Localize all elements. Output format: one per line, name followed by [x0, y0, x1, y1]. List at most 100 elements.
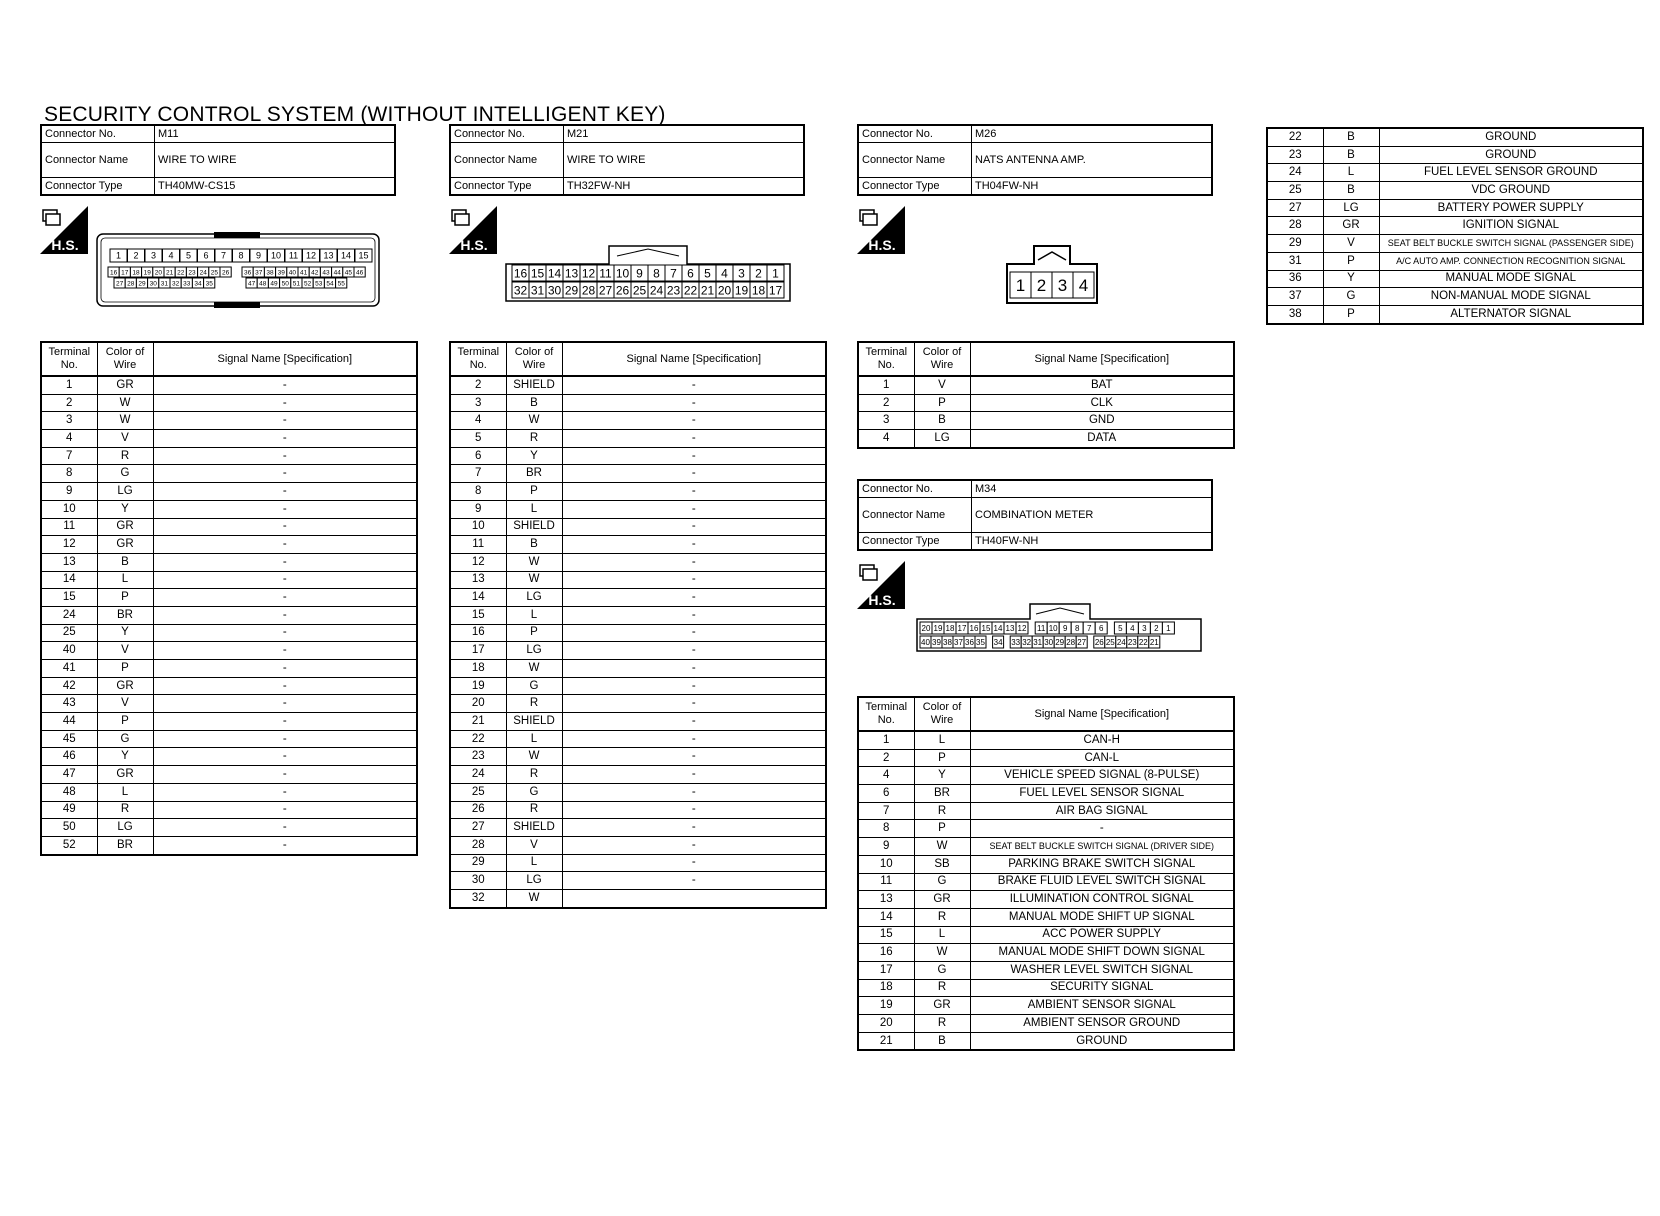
pin-label: 26	[222, 269, 230, 276]
terminal-no-cell: 23	[449, 747, 507, 767]
pin-label: 15	[982, 624, 991, 633]
terminal-no-header: Terminal No.	[857, 696, 915, 732]
wire-color-cell: L	[505, 499, 563, 519]
connector-pin: 28	[124, 277, 137, 289]
pin-label: 24	[650, 283, 664, 297]
connector-pin: 37	[252, 266, 265, 278]
signal-name-cell: -	[152, 659, 418, 678]
signal-name-cell: -	[152, 729, 418, 749]
pin-label: 3	[738, 266, 745, 280]
wire-color-cell: R	[505, 429, 563, 448]
connector-pin: 43	[319, 266, 333, 278]
signal-name-cell: GND	[969, 411, 1235, 431]
wire-color-cell: LG	[96, 482, 154, 501]
pin-label: 12	[1018, 624, 1027, 633]
connector-no-value: M34	[971, 479, 1213, 498]
connector-pin: 12	[579, 264, 598, 282]
connector-no-label: Connector No.	[40, 124, 155, 143]
connector-pin: 2	[127, 248, 145, 263]
pin-label: 32	[514, 283, 528, 297]
signal-name-cell: AMBIENT SENSOR GROUND	[969, 1014, 1235, 1033]
terminal-no-cell: 13	[857, 890, 915, 909]
terminal-no-cell: 4	[40, 429, 98, 448]
signal-name-cell: ACC POWER SUPPLY	[969, 925, 1235, 945]
terminal-no-cell: 4	[857, 766, 915, 786]
wire-color-cell: B	[96, 552, 154, 572]
signal-name-cell: -	[561, 393, 827, 413]
pin-label: 42	[311, 269, 319, 276]
pin-label: 7	[221, 251, 226, 261]
terminal-no-cell: 47	[40, 765, 98, 784]
pin-label: 35	[206, 280, 214, 287]
pin-label: 29	[138, 280, 146, 287]
signal-name-cell: -	[152, 818, 418, 837]
terminal-no-cell: 3	[857, 411, 915, 431]
pin-label: 28	[127, 280, 135, 287]
wire-color-cell: LG	[96, 818, 154, 837]
signal-name-cell: -	[152, 499, 418, 519]
pin-label: 22	[177, 269, 185, 276]
signal-name-cell: -	[152, 429, 418, 448]
terminal-no-cell: 16	[449, 623, 507, 643]
hs-connector-icon: H.S.	[40, 206, 88, 254]
pin-label: 36	[965, 638, 974, 647]
signal-name-cell: ALTERNATOR SIGNAL	[1378, 304, 1644, 325]
pin-label: 20	[718, 283, 732, 297]
wire-color-cell: R	[505, 765, 563, 784]
pin-label: 36	[244, 269, 252, 276]
signal-name-cell: FUEL LEVEL SENSOR GROUND	[1378, 163, 1644, 183]
signal-name-cell: -	[561, 871, 827, 890]
page-title: SECURITY CONTROL SYSTEM (WITHOUT INTELLI…	[44, 103, 666, 126]
color-of-wire-header: Color of Wire	[913, 341, 971, 377]
wire-color-cell: L	[505, 605, 563, 625]
signal-name-cell	[561, 888, 827, 909]
connector-pin: 3	[144, 248, 163, 263]
terminal-no-cell: 29	[1266, 234, 1324, 253]
signal-name-cell: AIR BAG SIGNAL	[969, 801, 1235, 821]
connector-pin: 50	[279, 277, 292, 289]
pin-label: 20	[922, 624, 931, 633]
connector-pin: 44	[331, 266, 344, 278]
pin-label: 23	[188, 269, 196, 276]
connector-pin: 24	[1115, 635, 1128, 649]
connector-pin: 27	[1075, 635, 1088, 649]
terminal-table-m21: Terminal No. Color of Wire Signal Name […	[449, 341, 827, 909]
terminal-no-cell: 21	[449, 712, 507, 731]
connector-pin: 29	[135, 277, 149, 289]
wire-color-cell: LG	[505, 588, 563, 607]
pin-label: 39	[278, 269, 286, 276]
signal-name-cell: CLK	[969, 393, 1235, 413]
wire-color-cell: P	[96, 659, 154, 678]
connector-pin: 33	[1009, 635, 1022, 649]
signal-name-cell: MANUAL MODE SIGNAL	[1378, 269, 1644, 289]
wire-color-cell: P	[505, 623, 563, 643]
pin-label: 24	[1117, 638, 1126, 647]
connector-pin: 29	[562, 281, 581, 299]
pin-label: 13	[323, 251, 333, 261]
connector-pin: 46	[353, 266, 366, 278]
connector-pin: 31	[158, 277, 171, 289]
terminal-table-m26: Terminal No. Color of Wire Signal Name […	[857, 341, 1235, 449]
pin-label: 10	[271, 251, 281, 261]
color-of-wire-header: Color of Wire	[96, 341, 154, 377]
terminal-no-cell: 28	[449, 835, 507, 855]
